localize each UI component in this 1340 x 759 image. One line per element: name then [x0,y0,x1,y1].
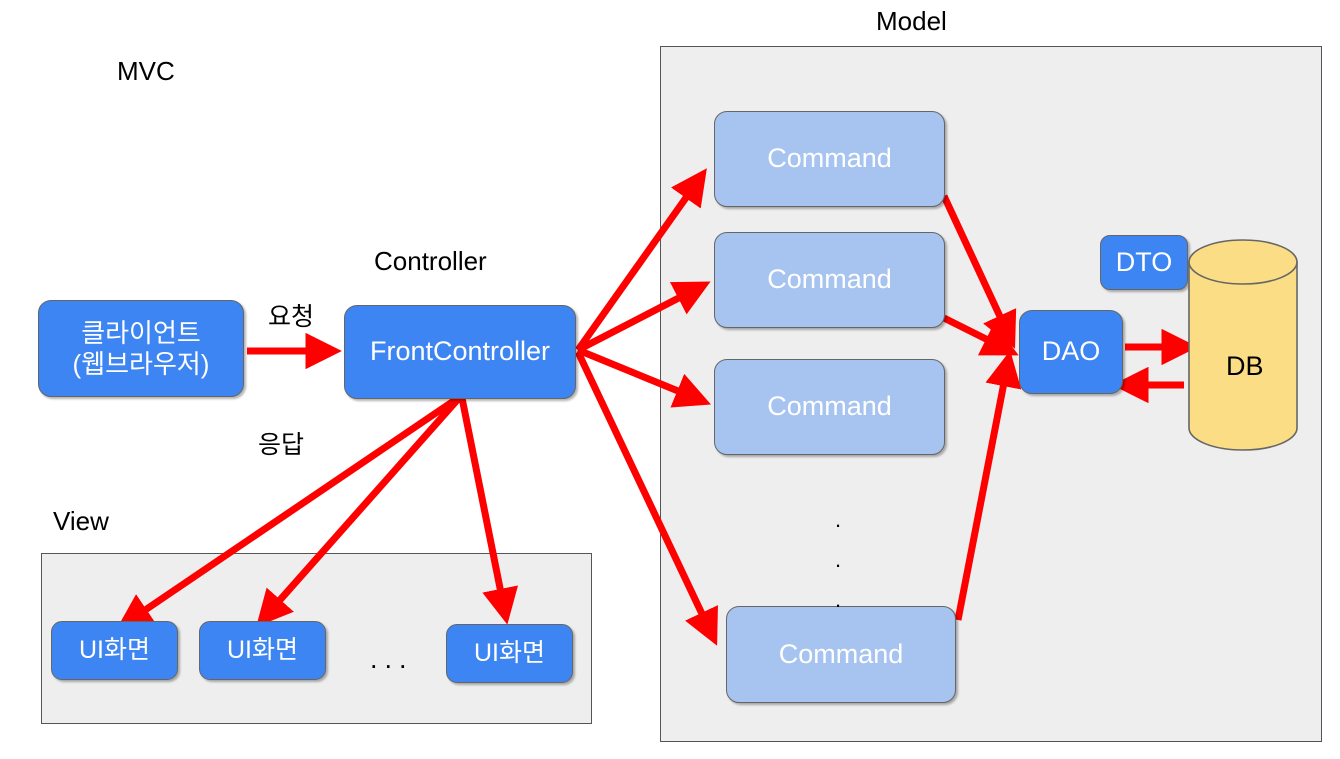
node-view-2[interactable]: UI화면 [199,621,326,680]
command-ellipsis-dot-3: . [834,587,842,612]
node-command-3[interactable]: Command [714,359,945,455]
edge-label-response: 응답 [258,431,305,459]
node-command-4[interactable]: Command [726,606,956,703]
command-ellipsis: . . . [826,500,850,620]
command-ellipsis-dot-2: . [834,547,842,572]
node-command-2[interactable]: Command [714,232,945,328]
node-db-label: DB [1226,351,1264,381]
node-command-1[interactable]: Command [714,111,945,207]
controller-label: Controller [374,246,487,276]
view-label: View [53,506,109,536]
edge-label-request: 요청 [268,303,315,331]
view-ellipsis: ... [370,644,414,674]
mvc-title: MVC [117,56,175,86]
node-view-1[interactable]: UI화면 [51,621,178,680]
node-client[interactable]: 클라이언트 (웹브라우저) [38,300,244,397]
model-label: Model [876,6,947,36]
node-dao[interactable]: DAO [1019,310,1123,394]
node-view-3[interactable]: UI화면 [446,624,573,683]
command-ellipsis-dot-1: . [834,507,842,532]
node-dto[interactable]: DTO [1100,235,1188,290]
node-front-controller[interactable]: FrontController [344,305,576,399]
